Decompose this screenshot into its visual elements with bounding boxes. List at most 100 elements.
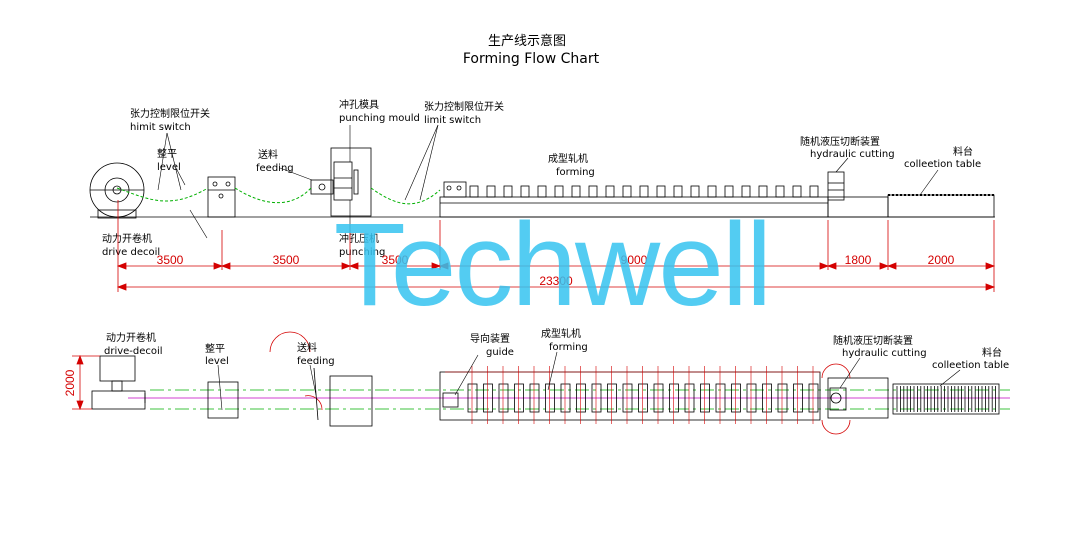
label-top-level-en: level <box>205 356 229 367</box>
roll-pair <box>514 383 524 413</box>
roll-stand <box>656 185 666 198</box>
label-feeding-cn: 送料 <box>258 148 278 161</box>
label-top-collection-table-en: colleetion table <box>932 360 1009 371</box>
label-top-drive-decoil-cn: 动力开卷机 <box>106 331 156 344</box>
label-top-feeding-en: feeding <box>297 356 335 367</box>
side-view <box>89 147 995 219</box>
roll-stand <box>741 185 751 198</box>
roll-pair <box>684 383 695 413</box>
roll-stand <box>588 185 598 198</box>
label-top-forming-cn: 成型轧机 <box>541 327 581 340</box>
roll-stand <box>554 185 564 198</box>
leveler-top <box>207 381 239 419</box>
label-limit-switch-2-cn: 张力控制限位开关 <box>424 100 504 113</box>
roll-pair <box>700 383 710 413</box>
roll-pair <box>762 383 772 413</box>
label-top-guide-en: guide <box>486 347 514 358</box>
label-level-cn: 整平 <box>157 147 177 160</box>
roll-pair <box>591 383 602 413</box>
roll-pair <box>498 383 509 413</box>
roll-stand <box>690 185 700 198</box>
label-limit-switch-1-cn: 张力控制限位开关 <box>130 107 210 120</box>
dimension-width: 2000 <box>63 369 77 396</box>
punching-press-top <box>329 375 373 427</box>
dimension-d3: 3500 <box>382 253 409 267</box>
roll-pair <box>576 383 586 413</box>
label-punching-cn: 冲孔压机 <box>339 232 379 245</box>
label-top-hydraulic-cutting-cn: 随机液压切断装置 <box>833 334 913 347</box>
label-forming-cn: 成型轧机 <box>548 152 588 165</box>
label-top-level-cn: 整平 <box>205 342 225 355</box>
forming-top <box>439 371 821 421</box>
decoiler-machine <box>89 162 145 219</box>
roll-pair <box>715 383 726 413</box>
roll-pair <box>622 383 633 413</box>
roll-pair <box>483 383 493 413</box>
dimension-d5: 1800 <box>845 253 872 267</box>
roll-pair <box>545 383 555 413</box>
roll-stand <box>571 185 581 198</box>
dimension-d1: 3500 <box>157 253 184 267</box>
label-drive-decoil-cn: 动力开卷机 <box>102 232 152 245</box>
label-level-en: level <box>157 162 181 173</box>
roll-pair <box>793 383 803 413</box>
label-punching-en: punching <box>339 247 385 258</box>
roll-pair <box>638 383 648 413</box>
label-top-feeding-cn: 送料 <box>297 341 317 354</box>
roll-stand <box>639 185 649 198</box>
roll-stand <box>673 185 683 198</box>
roll-pair <box>669 383 679 413</box>
roll-stand <box>520 185 530 198</box>
roll-stand <box>622 185 632 198</box>
leader-lines-side <box>157 124 939 239</box>
roll-stand <box>809 185 819 198</box>
dimension-total: 23300 <box>539 274 573 288</box>
roll-stand <box>537 185 547 198</box>
roll-stand <box>775 185 785 198</box>
label-top-hydraulic-cutting-en: hydraulic cutting <box>842 348 927 359</box>
roll-stand <box>707 185 717 198</box>
roll-pair <box>731 383 741 413</box>
roll-stand <box>605 185 615 198</box>
leader-lines-top <box>217 351 961 411</box>
roll-stand <box>503 185 513 198</box>
collection-table-top <box>892 383 1000 415</box>
dimension-d4: 9000 <box>621 253 648 267</box>
decoiler-top <box>91 355 146 410</box>
label-hydraulic-cutting-en: hydraulic cutting <box>810 149 895 160</box>
top-view <box>91 331 1000 435</box>
label-forming-en: forming <box>556 167 595 178</box>
hydraulic-cutting-top <box>821 363 889 435</box>
roll-pair <box>467 383 478 413</box>
label-punching-mould-en: punching mould <box>339 113 420 124</box>
label-top-guide-cn: 导向装置 <box>470 332 510 345</box>
dimension-d2: 3500 <box>273 253 300 267</box>
title-en: Forming Flow Chart <box>463 51 600 67</box>
collection-table <box>887 194 995 218</box>
roll-stand <box>469 185 479 198</box>
label-top-drive-decoil-en: drive-decoil <box>104 346 163 357</box>
label-limit-switch-2-en: limit switch <box>424 115 481 126</box>
label-punching-mould-cn: 冲孔模具 <box>339 98 379 111</box>
label-top-collection-table-cn: 料台 <box>982 346 1002 359</box>
label-hydraulic-cutting-cn: 随机液压切断装置 <box>800 135 880 148</box>
forming-roll-centerlines <box>445 366 820 424</box>
dimension-d6: 2000 <box>928 253 955 267</box>
roll-stand <box>724 185 734 198</box>
label-collection-table-cn: 料台 <box>953 145 973 158</box>
label-collection-table-en: colleetion table <box>904 159 981 170</box>
watermark: Techwell <box>334 199 771 331</box>
hydraulic-cutting-machine <box>827 171 889 218</box>
label-drive-decoil-en: drive decoil <box>102 247 160 258</box>
top-view-axes <box>128 389 1010 410</box>
label-feeding-en: feeding <box>256 163 294 174</box>
dimension-lines <box>116 200 996 292</box>
roll-pair <box>529 383 540 413</box>
roll-pair <box>746 383 757 413</box>
width-dimension <box>72 354 100 411</box>
roll-pair <box>808 383 819 413</box>
roll-pair <box>607 383 617 413</box>
roll-stand <box>792 185 802 198</box>
roll-pair <box>777 383 788 413</box>
punching-press-machine <box>330 147 372 217</box>
